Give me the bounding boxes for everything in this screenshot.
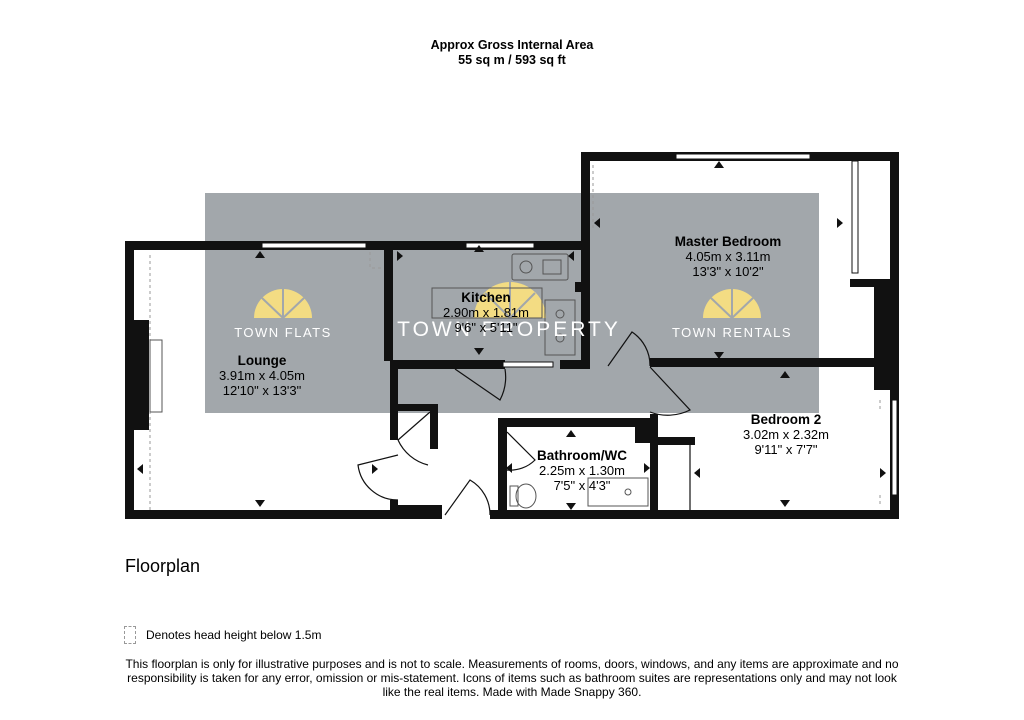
watermark-logo-left xyxy=(254,289,312,319)
room-label-kitchen: Kitchen 2.90m x 1.81m 9'6" x 5'11" xyxy=(443,290,529,335)
room-imperial: 9'6" x 5'11" xyxy=(454,320,518,335)
area-value: 55 sq m / 593 sq ft xyxy=(458,53,566,67)
watermark-text-center: TOWN PROPERTY xyxy=(397,318,621,341)
room-label-lounge: Lounge 3.91m x 4.05m 12'10" x 13'3" xyxy=(219,353,305,398)
room-imperial: 13'3" x 10'2" xyxy=(692,264,764,279)
room-name: Master Bedroom xyxy=(674,234,782,249)
area-header: Approx Gross Internal Area 55 sq m / 593… xyxy=(0,38,1024,68)
room-metric: 2.25m x 1.30m xyxy=(539,463,625,478)
watermark-text-right: TOWN RENTALS xyxy=(671,325,793,340)
head-height-legend: Denotes head height below 1.5m xyxy=(124,626,321,644)
room-label-master-bedroom: Master Bedroom 4.05m x 3.11m 13'3" x 10'… xyxy=(675,234,782,279)
watermark-text-left: TOWN FLATS xyxy=(234,325,332,340)
room-name: Bathroom/WC xyxy=(537,448,627,463)
kitchen-fixtures xyxy=(431,253,576,356)
room-imperial: 9'11" x 7'7" xyxy=(754,442,818,457)
room-name: Kitchen xyxy=(461,290,511,305)
room-metric: 3.02m x 2.32m xyxy=(743,427,829,442)
room-label-bedroom-2: Bedroom 2 3.02m x 2.32m 9'11" x 7'7" xyxy=(743,412,829,457)
room-metric: 3.91m x 4.05m xyxy=(219,368,305,383)
bathroom-fixtures xyxy=(509,477,649,509)
fireplace xyxy=(149,339,163,413)
room-metric: 4.05m x 3.11m xyxy=(685,249,771,264)
room-imperial: 7'5" x 4'3" xyxy=(553,478,611,493)
room-name: Bedroom 2 xyxy=(750,412,822,427)
legend-text: Denotes head height below 1.5m xyxy=(146,628,322,642)
room-name: Lounge xyxy=(237,353,287,368)
windows xyxy=(261,153,898,496)
dimension-markers xyxy=(137,161,886,510)
dashed-box-icon xyxy=(124,626,136,644)
watermark-logo-right xyxy=(703,289,761,319)
room-metric: 2.90m x 1.81m xyxy=(443,305,529,320)
room-label-bathroom: Bathroom/WC 2.25m x 1.30m 7'5" x 4'3" xyxy=(537,448,627,493)
room-imperial: 12'10" x 13'3" xyxy=(222,383,302,398)
floorplan-title: Floorplan xyxy=(125,556,201,576)
area-title: Approx Gross Internal Area xyxy=(430,38,594,52)
disclaimer: This floorplan is only for illustrative … xyxy=(125,657,899,699)
